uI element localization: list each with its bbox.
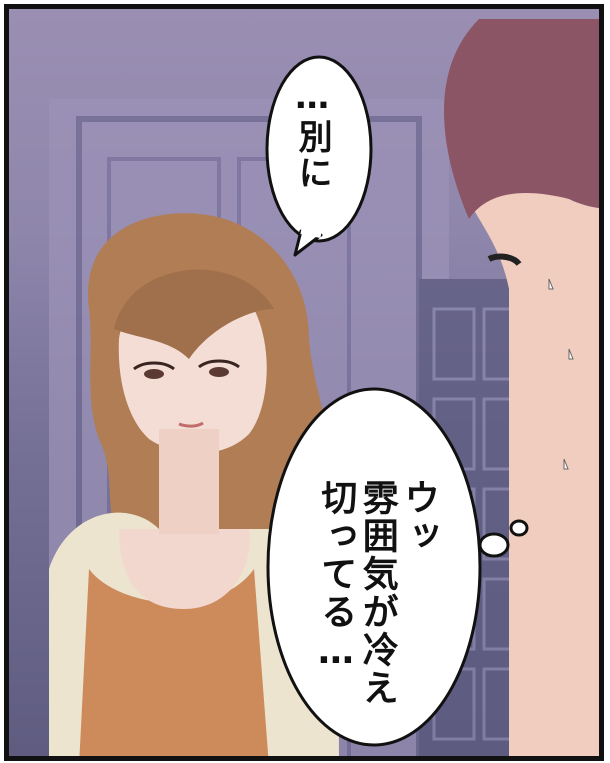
thought-line-3: 切ってる… (315, 479, 357, 674)
thought-line-1: ウッ (398, 479, 440, 555)
thought-line-2: 雰囲気が冷え (356, 479, 398, 707)
thought-bubble-text: ウッ 雰囲気が冷え 切ってる… (315, 479, 439, 707)
man-character (444, 19, 599, 756)
speech-bubble (265, 55, 373, 257)
manga-panel: …別に ウッ 雰囲気が冷え 切ってる… (4, 4, 604, 761)
panel-art (49, 19, 599, 756)
thought-bubble (266, 387, 529, 747)
woman-character (49, 213, 339, 756)
speech-bubble-text: …別に (292, 77, 333, 191)
